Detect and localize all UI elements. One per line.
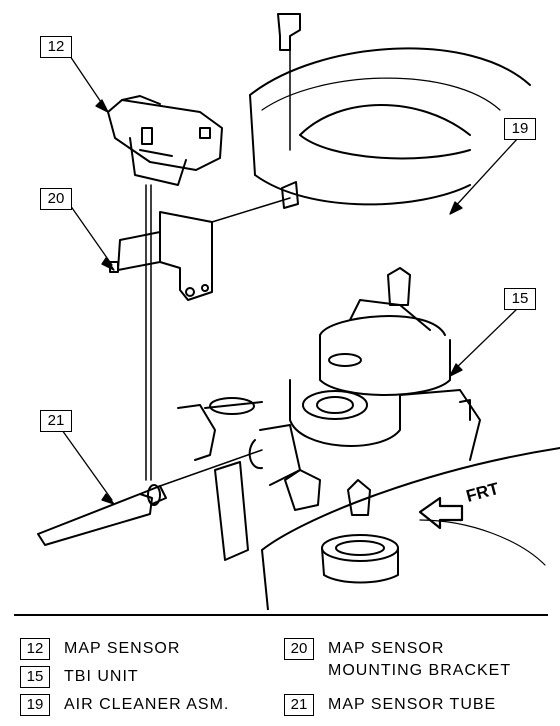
leader-lines — [61, 55, 519, 505]
legend-label: TBI UNIT — [64, 668, 139, 685]
legend-label: MAP SENSOR MOUNTING BRACKET — [328, 640, 512, 679]
arrowhead-15 — [449, 363, 463, 377]
callout-21: 21 — [40, 410, 72, 432]
legend-label: AIR CLEANER ASM. — [64, 696, 230, 713]
arrowhead-12 — [95, 99, 109, 113]
callout-12: 12 — [40, 36, 72, 58]
front-label: FRT — [464, 479, 501, 506]
mounting-bracket — [109, 197, 291, 301]
front-arrow — [418, 496, 464, 530]
leader-20 — [69, 204, 113, 266]
arrowhead-19 — [449, 201, 463, 215]
arrowhead-20 — [101, 257, 115, 271]
leader-15 — [451, 307, 519, 373]
air-cleaner-assembly — [249, 13, 531, 209]
legend-item-19: 19 AIR CLEANER ASM. — [20, 694, 229, 716]
legend-item-15: 15 TBI UNIT — [20, 666, 139, 688]
arrowhead-21 — [101, 493, 115, 505]
tbi-unit — [177, 267, 481, 561]
legend-item-20: 20 MAP SENSOR MOUNTING BRACKET — [284, 638, 511, 682]
legend-number: 20 — [284, 638, 314, 660]
callout-15: 15 — [504, 288, 536, 310]
exploded-diagram: FRT — [37, 13, 560, 610]
legend-label: MAP SENSOR — [64, 640, 181, 657]
leader-21 — [61, 429, 113, 501]
leader-12 — [69, 55, 106, 109]
callout-20: 20 — [40, 188, 72, 210]
legend-item-12: 12 MAP SENSOR — [20, 638, 180, 660]
leader-19 — [451, 137, 519, 211]
legend-number: 15 — [20, 666, 50, 688]
legend-number: 12 — [20, 638, 50, 660]
legend-item-21: 21 MAP SENSOR TUBE — [284, 694, 496, 716]
legend-label: MAP SENSOR TUBE — [328, 696, 497, 713]
legend-divider — [14, 614, 548, 616]
intake-manifold — [261, 447, 560, 610]
legend-number: 21 — [284, 694, 314, 716]
legend-number: 19 — [20, 694, 50, 716]
callout-19: 19 — [504, 118, 536, 140]
map-sensor — [107, 95, 223, 481]
map-sensor-tube — [37, 449, 263, 546]
